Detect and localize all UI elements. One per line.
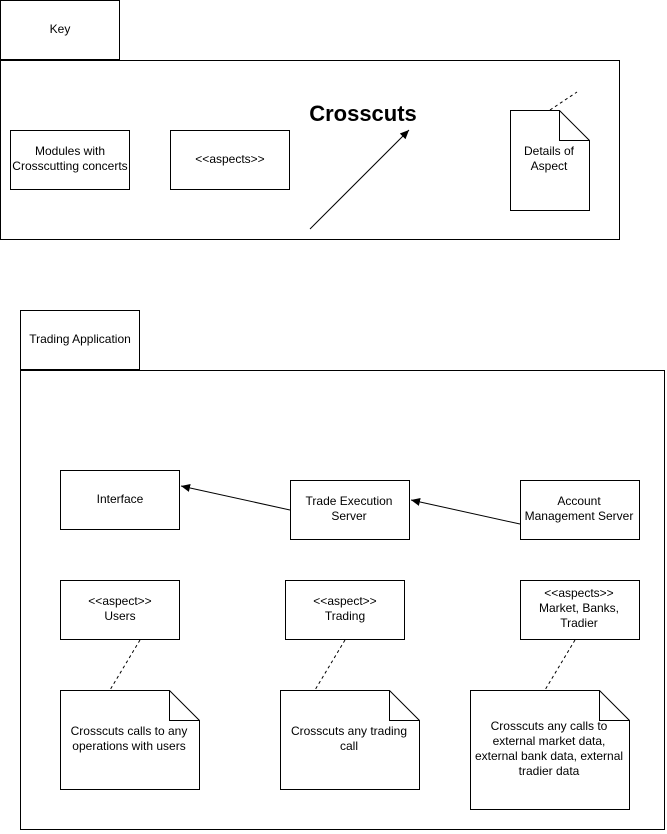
note-market-line3: external bank data, external [475, 749, 623, 763]
trade-to-interface-arrow [180, 484, 291, 511]
note-trading-line2: call [340, 739, 358, 753]
key-aspects-label: <<aspects>> [195, 152, 264, 166]
aspect-trading: <<aspect>> Trading [285, 580, 405, 640]
note-trading: Crosscuts any trading call [280, 690, 420, 790]
trading-app-tab [20, 310, 140, 370]
note-market-line4: tradier data [519, 764, 580, 778]
trade-server-label-line2: Server [331, 509, 366, 523]
note-users-line2: operations with users [72, 739, 185, 753]
note-market: Crosscuts any calls to external market d… [470, 690, 630, 810]
aspect-trading-stereotype: <<aspect>> [313, 594, 376, 608]
aspect-trading-name: Trading [325, 609, 365, 623]
aspect-market-name-line2: Tradier [560, 616, 598, 630]
key-module-label-line2: Crosscutting concerts [12, 159, 127, 173]
trade-server-label-line1: Trade Execution [306, 494, 393, 508]
key-details-label-line1: Details of [524, 144, 575, 158]
note-market-line2: external market data, [493, 734, 606, 748]
account-management-server-module: Account Management Server [520, 480, 640, 540]
interface-label: Interface [97, 492, 144, 506]
aspect-market: <<aspects>> Market, Banks, Tradier [520, 580, 640, 640]
aspect-market-name-line1: Market, Banks, [539, 601, 619, 615]
account-server-label-line2: Management Server [525, 509, 634, 523]
market-note-connector [544, 639, 576, 691]
interface-module: Interface [60, 470, 180, 530]
note-users: Crosscuts calls to any operations with u… [60, 690, 200, 790]
key-module-label-line1: Modules with [35, 144, 105, 158]
note-users-line1: Crosscuts calls to any [71, 724, 188, 738]
aspect-users: <<aspect>> Users [60, 580, 180, 640]
account-to-trade-arrow [410, 498, 521, 525]
key-details-note: Details of Aspect [510, 91, 590, 211]
note-market-line1: Crosscuts any calls to [491, 719, 608, 733]
key-package-tab [0, 0, 120, 60]
key-module-box: Modules with Crosscutting concerts [10, 130, 130, 190]
key-details-label-line2: Aspect [531, 159, 568, 173]
trade-execution-server-module: Trade Execution Server [290, 480, 410, 540]
users-note-connector [109, 639, 141, 691]
trading-app-title: Trading Application [29, 332, 131, 346]
account-server-label-line1: Account [557, 494, 601, 508]
aspect-market-stereotype: <<aspects>> [544, 586, 613, 600]
key-crosscuts-label: Crosscuts [309, 101, 417, 126]
key-crosscuts-arrow [309, 129, 410, 230]
aspect-users-name: Users [104, 609, 135, 623]
key-aspects-box: <<aspects>> [170, 130, 290, 190]
note-trading-line1: Crosscuts any trading [291, 724, 407, 738]
trading-note-connector [314, 639, 346, 691]
key-crosscuts: Crosscuts [309, 101, 417, 230]
aspect-users-stereotype: <<aspect>> [88, 594, 151, 608]
key-title: Key [50, 22, 71, 36]
